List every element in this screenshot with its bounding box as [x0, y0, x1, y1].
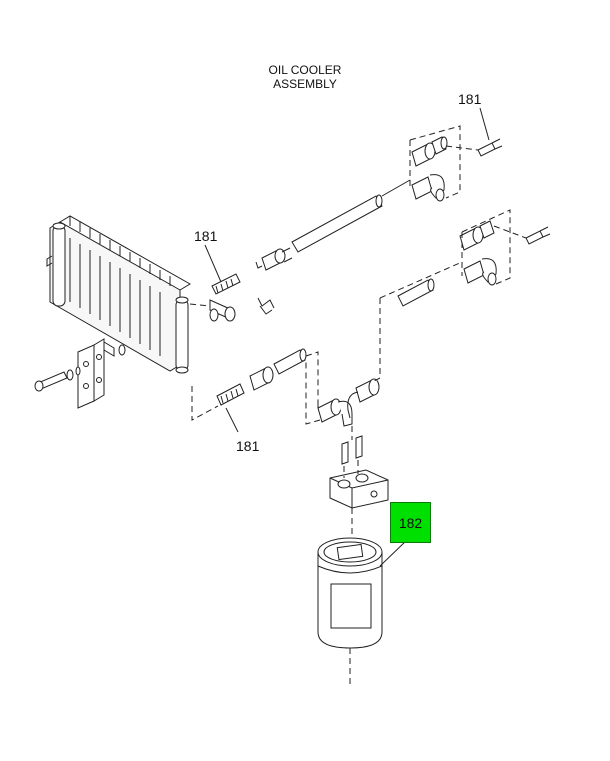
middle-right-fittings: [459, 220, 551, 286]
callout-181-left-lower[interactable]: 181: [236, 438, 260, 454]
upper-hose: [255, 179, 411, 271]
mounting-bracket: [34, 338, 126, 409]
diagram-title: OIL COOLER ASSEMBLY: [230, 63, 380, 91]
assembly-lines: [189, 125, 527, 684]
filter-adapter: [317, 378, 389, 509]
oil-filter: [317, 537, 383, 649]
leader-lines: [204, 107, 490, 567]
oil-cooler-core: [46, 215, 191, 374]
callout-181-top-right[interactable]: 181: [458, 91, 482, 107]
title-line-2: ASSEMBLY: [273, 77, 337, 91]
callout-181-left-upper[interactable]: 181: [194, 228, 218, 244]
top-right-fittings: [411, 136, 503, 202]
cooler-fittings: [209, 273, 275, 322]
title-line-1: OIL COOLER: [268, 63, 342, 77]
middle-hose: [397, 278, 435, 307]
lower-hose: [216, 348, 307, 406]
callout-182-filter-hotspot[interactable]: 182: [390, 502, 431, 543]
